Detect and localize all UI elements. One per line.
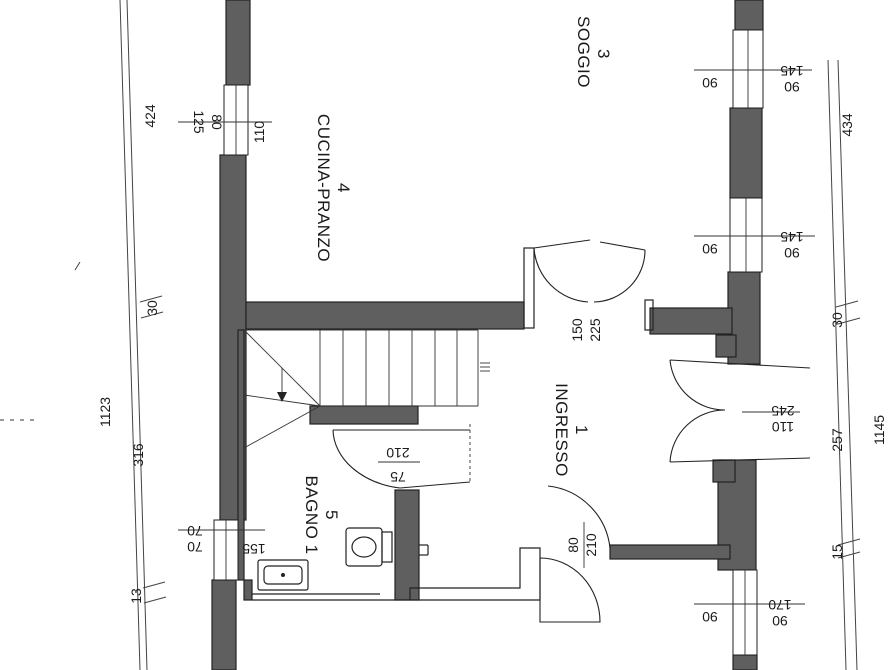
opening-top: 70 [187,523,203,539]
svg-text:1123: 1123 [97,397,113,427]
bath-door-label: 210 75 [386,445,410,485]
opening-side: 110 [251,121,267,144]
right-dimension-434: 434 [839,113,855,137]
doors [332,239,811,623]
walls [211,0,764,670]
bottom-right-window [694,569,805,656]
opening-top: 145 [780,63,804,79]
toilet-icon [345,527,393,567]
soggiorno-window-2-side: 90 [702,241,718,257]
room-bagno: BAGNO 1 5 [302,475,341,554]
room-name: CUCINA-PRANZO [314,114,333,262]
bath-window-label: 70 70 [187,523,203,555]
svg-text:424: 424 [142,104,158,128]
room-name: BAGNO 1 [302,475,321,554]
room-name: SOGGIO [574,16,593,88]
opening-top: 150 [569,318,585,342]
opening-bottom: 225 [587,318,603,342]
right-dimension-15: 15 [829,544,845,560]
soggiorno-window-1 [694,29,812,109]
entrance-double-door [669,359,811,463]
left-dimension-424: 424 [142,104,158,128]
opening-bottom: 70 [187,539,203,555]
svg-text:15: 15 [829,544,845,560]
svg-text:30: 30 [144,300,160,316]
room-number: 1 [572,425,591,435]
dimension-lines [0,0,861,670]
washbasin-icon [257,559,309,591]
opening-bottom: 210 [583,533,599,557]
svg-text:316: 316 [130,443,146,467]
opening-bottom: 80 [209,114,225,130]
opening-bottom: 90 [784,245,800,261]
staircase [243,329,490,449]
svg-text:30: 30 [829,312,845,328]
opening-bottom: 90 [772,613,788,629]
soggiorno-window-2-label: 145 90 [780,229,804,261]
right-dimension-30: 30 [829,312,845,328]
ingresso-door-label: 80 210 [565,533,599,557]
svg-text:257: 257 [829,428,845,452]
opening-side: 90 [702,75,718,91]
room-ingresso: INGRESSO 1 [552,383,591,477]
room-name: INGRESSO [552,383,571,477]
living-door-label: 150 225 [569,318,603,342]
bath-door [332,424,471,489]
opening-bottom: 75 [390,469,406,485]
soggiorno-window-1-side: 90 [702,75,718,91]
room-number: 5 [322,510,341,520]
room-cucina: CUCINA-PRANZO 4 [314,114,353,262]
kitchen-window-side: 110 [251,121,267,144]
opening-top: 125 [191,110,207,134]
right-dimension-257: 257 [829,428,845,452]
opening-bottom: 110 [772,419,795,435]
bath-fixtures [257,527,393,591]
left-dimension-316: 316 [130,443,146,467]
ingresso-door [539,485,611,623]
left-dimension-total: 1123 [97,397,113,427]
svg-text:1145: 1145 [871,415,887,445]
opening-side: 155 [242,541,266,557]
svg-text:13: 13 [128,588,144,604]
opening-top: 80 [565,537,581,553]
opening-top: 145 [780,229,804,245]
opening-side: 90 [702,241,718,257]
opening-top: 210 [386,445,410,461]
left-dimension-13: 13 [128,588,144,604]
right-dimension-total: 1145 [871,415,887,445]
opening-bottom: 90 [784,79,800,95]
room-number: 4 [334,183,353,193]
windows [178,29,815,656]
room-number: 3 [594,49,613,59]
bottom-right-window-label: 170 90 [768,597,792,629]
opening-top: 245 [771,403,795,419]
room-soggiorno: SOGGIO 3 [574,16,613,88]
opening-side: 90 [702,609,718,625]
bottom-right-window-side: 90 [702,609,718,625]
soggiorno-window-2 [694,197,815,273]
kitchen-window [178,84,272,156]
bath-window-side: 155 [242,541,266,557]
bath-window [178,519,265,581]
living-double-door [533,239,646,303]
opening-top: 170 [768,597,792,613]
entrance-door-label: 245 110 [771,403,795,435]
left-dimension-30: 30 [144,300,160,316]
svg-text:434: 434 [839,113,855,137]
soggiorno-window-1-label: 145 90 [780,63,804,95]
kitchen-window-label: 125 80 [191,110,225,134]
